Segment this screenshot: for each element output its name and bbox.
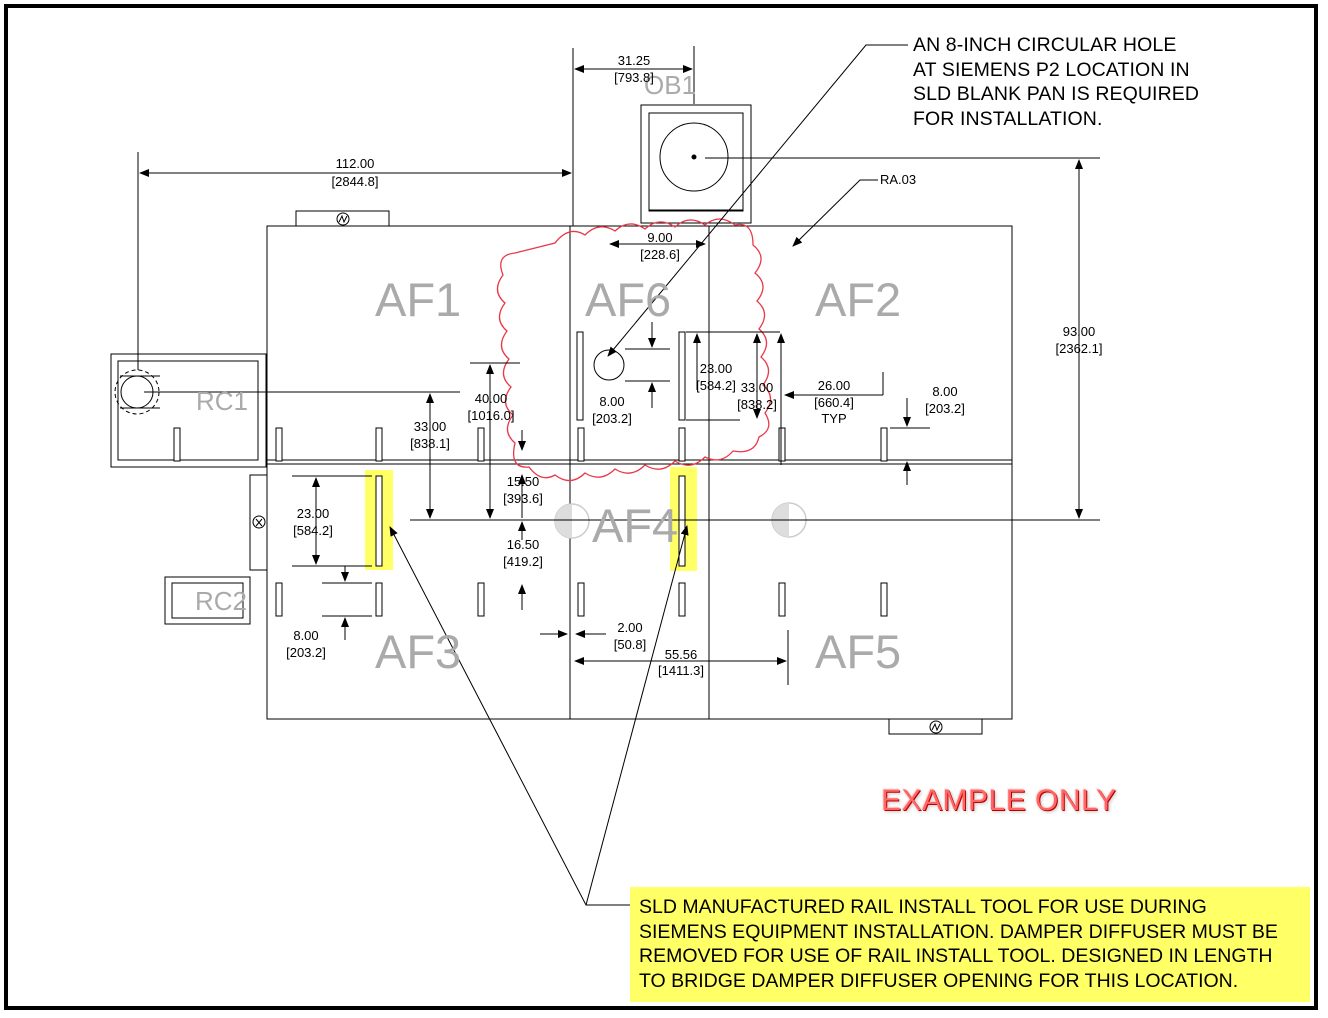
unit-label-rc1: RC1 bbox=[196, 386, 248, 416]
rail-tool-note: SLD MANUFACTURED RAIL INSTALL TOOL FOR U… bbox=[630, 887, 1310, 1002]
dim-93: 93.00 bbox=[1063, 324, 1096, 339]
dim-8c-mm: [203.2] bbox=[286, 645, 326, 660]
zone-label-af2: AF2 bbox=[815, 273, 901, 326]
dim-55: 55.56 bbox=[665, 647, 698, 662]
leader-lines bbox=[389, 44, 908, 906]
dim-33a: 33.00 bbox=[414, 419, 447, 434]
dim-16: 16.50 bbox=[507, 537, 540, 552]
revision-cloud bbox=[496, 218, 772, 482]
hole-note-line-1: AN 8-INCH CIRCULAR HOLE bbox=[913, 34, 1177, 56]
dim-40: 40.00 bbox=[475, 391, 508, 406]
dim-33b-mm: [838.2] bbox=[737, 397, 777, 412]
ceiling-grid bbox=[266, 48, 1013, 720]
dim-9-mm: [228.6] bbox=[640, 247, 680, 262]
dim-23a: 23.00 bbox=[700, 361, 733, 376]
dim-16-mm: [419.2] bbox=[503, 554, 543, 569]
dim-40-mm: [1016.0] bbox=[468, 408, 515, 423]
dim-31: 31.25 bbox=[618, 53, 651, 68]
dim-8b: 8.00 bbox=[932, 384, 957, 399]
zone-label-af3: AF3 bbox=[375, 625, 461, 678]
dim-93-mm: [2362.1] bbox=[1056, 341, 1103, 356]
rail-note-line-3: REMOVED FOR USE OF RAIL INSTALL TOOL. DE… bbox=[639, 945, 1273, 967]
zone-label-af5: AF5 bbox=[815, 625, 901, 678]
dim-8a: 8.00 bbox=[599, 394, 624, 409]
dim-55-mm: [1411.3] bbox=[658, 663, 704, 678]
earth-symbol-icons bbox=[252, 212, 943, 734]
dim-26: 26.00 bbox=[818, 378, 851, 393]
rail-note-line-2: SIEMENS EQUIPMENT INSTALLATION. DAMPER D… bbox=[639, 920, 1278, 943]
dim-8b-mm: [203.2] bbox=[925, 401, 965, 416]
example-only-stamp: EXAMPLE ONLY bbox=[881, 784, 1117, 817]
dim-23b: 23.00 bbox=[297, 506, 330, 521]
dim-2: 2.00 bbox=[617, 620, 642, 635]
dim-9: 9.00 bbox=[647, 230, 672, 245]
zone-label-af4: AF4 bbox=[592, 499, 678, 552]
dim-33b: 33.00 bbox=[741, 380, 774, 395]
dim-31-mm: [793.8] bbox=[614, 70, 654, 85]
dim-8a-mm: [203.2] bbox=[592, 411, 632, 426]
dim-26-typ: TYP bbox=[821, 411, 846, 426]
dim-112: 112.00 bbox=[336, 156, 375, 171]
slot-diffusers bbox=[173, 331, 888, 617]
rc2-unit bbox=[164, 576, 251, 625]
dim-26-mm: [660.4] bbox=[814, 395, 854, 410]
hole-note-line-4: FOR INSTALLATION. bbox=[913, 107, 1103, 130]
dimension-lines bbox=[137, 46, 1100, 685]
dim-15-mm: [393.6] bbox=[503, 491, 543, 506]
unit-label-rc2: RC2 bbox=[195, 586, 247, 616]
dim-23a-mm: [584.2] bbox=[696, 378, 736, 393]
zone-label-af6: AF6 bbox=[585, 273, 671, 326]
zone-label-af1: AF1 bbox=[375, 273, 461, 326]
ob1-unit bbox=[640, 104, 752, 224]
hole-note-line-3: SLD BLANK PAN IS REQUIRED bbox=[913, 83, 1200, 105]
dim-23b-mm: [584.2] bbox=[293, 523, 333, 538]
revision-tag: RA.03 bbox=[880, 172, 916, 187]
hole-note-line-2: AT SIEMENS P2 LOCATION IN bbox=[913, 58, 1190, 81]
dim-2-mm: [50.8] bbox=[614, 637, 647, 652]
drawing-border bbox=[4, 4, 1318, 1010]
rail-note-line-4: TO BRIDGE DAMPER DIFFUSER OPENING FOR TH… bbox=[639, 969, 1239, 992]
dim-8c: 8.00 bbox=[293, 628, 318, 643]
hole-requirement-note: AN 8-INCH CIRCULAR HOLE AT SIEMENS P2 LO… bbox=[913, 33, 1199, 131]
unit-label-ob1: OB1 bbox=[644, 70, 696, 100]
dim-33a-mm: [838.1] bbox=[410, 436, 450, 451]
dim-15: 15.50 bbox=[507, 474, 540, 489]
dim-112-mm: [2844.8] bbox=[332, 174, 379, 189]
rail-note-line-1: SLD MANUFACTURED RAIL INSTALL TOOL FOR U… bbox=[639, 896, 1207, 918]
